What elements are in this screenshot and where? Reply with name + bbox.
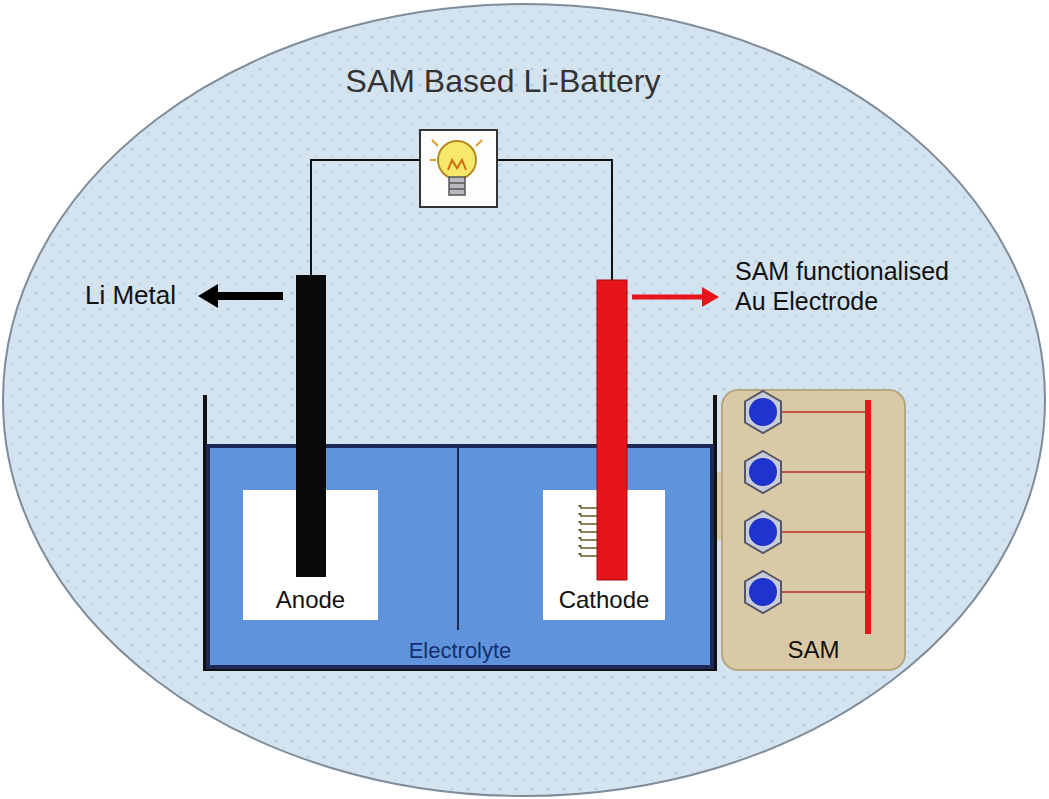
part-label: SAM functionalised Au Electrode	[735, 256, 967, 316]
electrode-arrow	[632, 287, 719, 307]
node-text: Electrolyte	[409, 638, 512, 663]
sam-callout-fill	[722, 390, 905, 670]
anode-box: Anode	[243, 490, 378, 620]
cathode-box: Cathode	[543, 490, 665, 620]
circuit-wire	[311, 160, 612, 281]
sam-callout: SAM	[722, 390, 905, 670]
node-text: Cathode	[559, 586, 650, 614]
sam-molecules	[745, 391, 871, 634]
tank-wall	[205, 395, 715, 669]
node-text: SAM	[787, 636, 839, 664]
background-ellipse	[3, 4, 1045, 796]
separator-line	[457, 447, 459, 630]
electrolyte-region-fill	[208, 446, 712, 667]
electrolyte-region: Electrolyte Anode Cathode	[208, 446, 712, 667]
background-texture	[5, 6, 1043, 794]
node-text: Anode	[276, 586, 345, 614]
cathode-electrode	[597, 280, 627, 580]
li-metal-arrow	[198, 284, 283, 308]
part-label: Li Metal	[85, 280, 176, 311]
diagram-title: SAM Based Li-Battery	[203, 62, 803, 100]
sam-chains	[580, 505, 597, 559]
light-bulb	[420, 130, 497, 207]
anode-electrode	[296, 275, 326, 577]
